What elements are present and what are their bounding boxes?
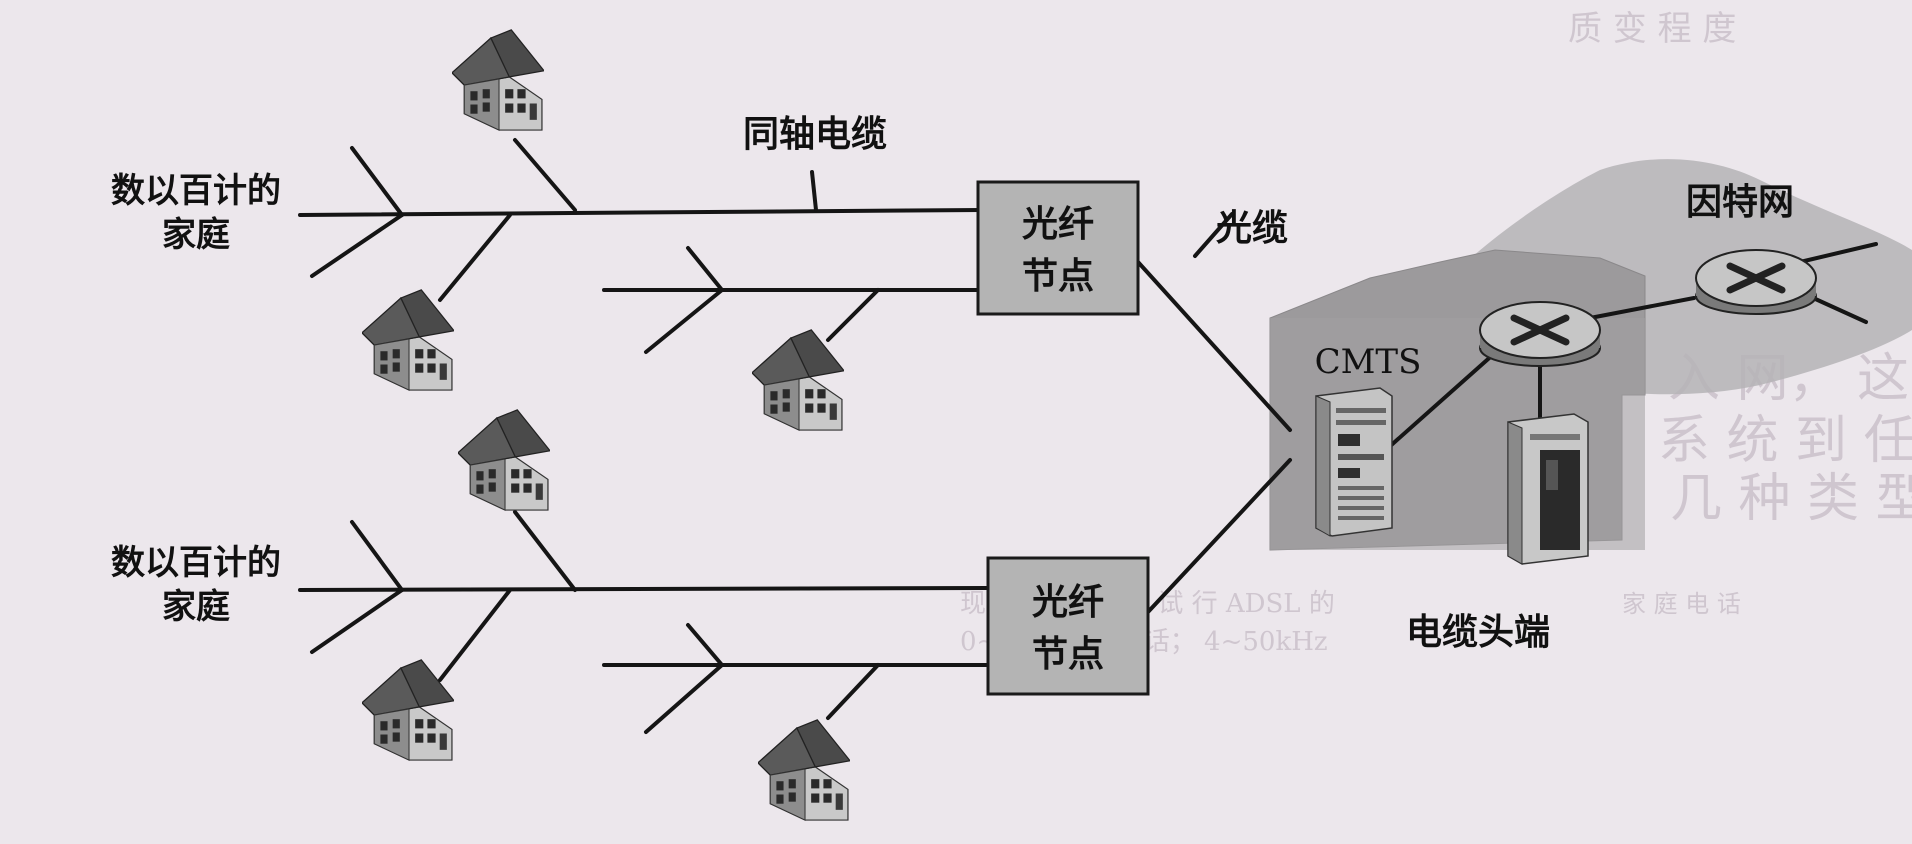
fiber-node-label-line1: 光纤: [1032, 582, 1104, 623]
house-icon: [452, 29, 544, 131]
router-icon: [1479, 301, 1601, 367]
bg-text-top-right: 质 变 程 度: [1568, 9, 1736, 49]
house-icon: [758, 719, 850, 821]
house-icon: [752, 329, 844, 431]
neighborhood-label-bottom-line1: 数以百计的: [111, 543, 281, 583]
router-icon: [1695, 249, 1817, 315]
cmts-icon: [1315, 387, 1393, 537]
fiber-node-bottom: 光纤 节点: [986, 556, 1150, 696]
neighborhood-label-top-line1: 数以百计的: [111, 171, 281, 211]
fiber-cables: [1136, 212, 1292, 614]
fiber-node-label-line2: 节点: [1022, 256, 1094, 297]
bg-text-bottom-right: 家 庭 电 话: [1622, 590, 1741, 618]
fiber-node-top: 光纤 节点: [976, 180, 1140, 316]
coax-network-top: [298, 138, 984, 354]
coax-network-bottom: [298, 510, 990, 734]
fiber-node-label-line1: 光纤: [1022, 204, 1094, 245]
server-icon: [1507, 413, 1589, 565]
headend-label: 电缆头端: [1406, 612, 1550, 653]
house-icon: [458, 409, 550, 511]
bg-text-right-3: 几 种 类 型 的: [1670, 469, 1912, 529]
bg-text-right-2: 系 统 到 任 何: [1658, 411, 1912, 471]
neighborhood-label-top-line2: 家庭: [162, 215, 230, 255]
neighborhood-label-bottom-line2: 家庭: [162, 587, 230, 627]
cmts-label: CMTS: [1315, 342, 1422, 382]
fiber-cable-label: 光缆: [1216, 208, 1288, 249]
internet-label: 因特网: [1686, 182, 1794, 223]
fiber-node-label-line2: 节点: [1032, 634, 1104, 675]
headend-links: [1386, 242, 1878, 450]
coax-cable-label: 同轴电缆: [743, 114, 887, 155]
house-icon: [362, 289, 454, 391]
house-icon: [362, 659, 454, 761]
